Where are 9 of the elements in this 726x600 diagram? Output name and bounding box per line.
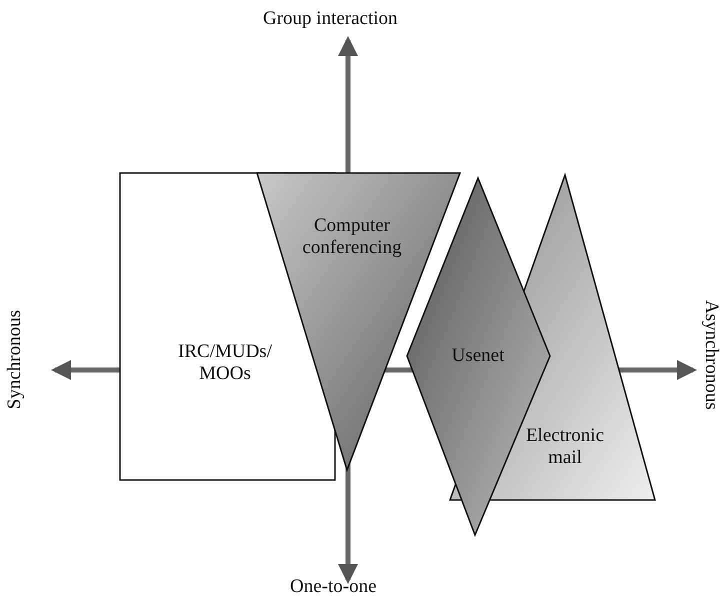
axis-label: Group interaction [263,8,398,30]
axis-label: Asynchronous [700,300,722,410]
axis-label: One-to-one [290,576,377,598]
axis-label: Synchronous [4,310,26,410]
shape-label: Computer conferencing [301,215,403,259]
shape-label: IRC/MUDs/ MOOs [177,341,273,385]
shape-label: Electronic mail [524,425,606,469]
triangle-shape [450,175,655,500]
shape-label: Usenet [450,345,506,367]
